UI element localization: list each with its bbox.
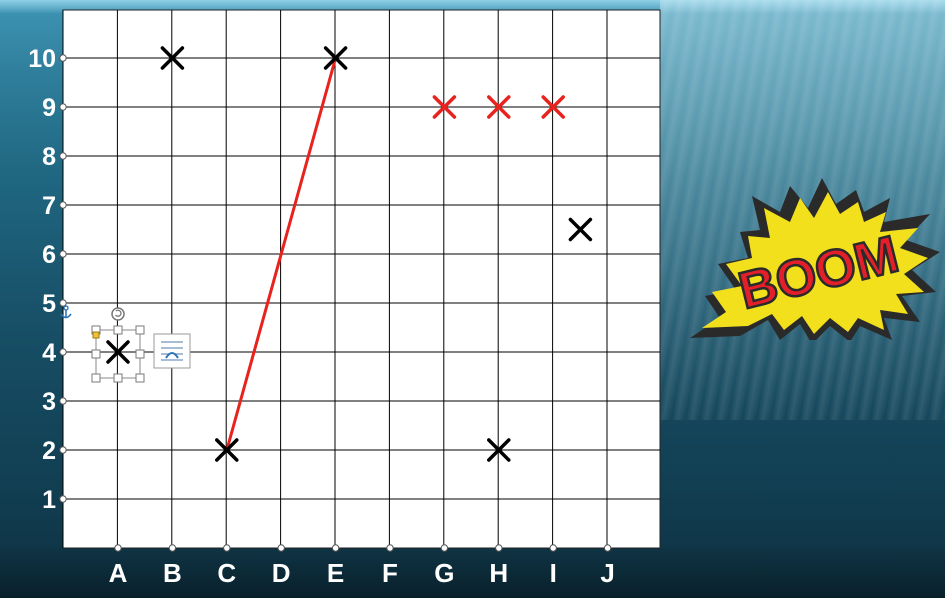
axis-tick bbox=[604, 545, 610, 551]
row-label: 1 bbox=[42, 486, 56, 514]
row-label: 2 bbox=[42, 437, 56, 465]
row-label: 8 bbox=[42, 143, 56, 171]
axis-tick bbox=[278, 545, 284, 551]
grid-background bbox=[63, 10, 660, 548]
adjust-handle[interactable] bbox=[93, 332, 99, 338]
column-label: C bbox=[217, 558, 236, 588]
column-label: H bbox=[489, 558, 508, 588]
axis-tick bbox=[441, 545, 447, 551]
axis-tick bbox=[60, 153, 66, 159]
row-label: 7 bbox=[42, 192, 56, 220]
resize-handle[interactable] bbox=[114, 326, 122, 334]
axis-tick bbox=[496, 545, 502, 551]
row-label: 10 bbox=[28, 45, 56, 73]
resize-handle[interactable] bbox=[92, 374, 100, 382]
layout-options-icon[interactable] bbox=[154, 334, 190, 368]
boom-image: BOOM bbox=[690, 178, 940, 344]
column-label: B bbox=[163, 558, 182, 588]
axis-tick bbox=[550, 545, 556, 551]
resize-handle[interactable] bbox=[92, 350, 100, 358]
resize-handle[interactable] bbox=[136, 350, 144, 358]
axis-tick bbox=[224, 545, 230, 551]
axis-tick bbox=[115, 545, 121, 551]
resize-handle[interactable] bbox=[136, 374, 144, 382]
column-label: F bbox=[382, 558, 398, 588]
axis-tick bbox=[60, 398, 66, 404]
axis-tick bbox=[60, 202, 66, 208]
row-label: 6 bbox=[42, 241, 56, 269]
axis-tick bbox=[60, 55, 66, 61]
axis-tick bbox=[332, 545, 338, 551]
column-label: I bbox=[550, 558, 557, 588]
row-label: 4 bbox=[42, 339, 56, 367]
column-label: G bbox=[434, 558, 454, 588]
row-label: 5 bbox=[42, 290, 56, 318]
column-labels: A B C D E F G H I J bbox=[109, 545, 615, 588]
rotate-handle-icon[interactable] bbox=[112, 308, 124, 320]
axis-tick bbox=[387, 545, 393, 551]
axis-tick bbox=[60, 447, 66, 453]
axis-tick bbox=[60, 496, 66, 502]
axis-tick bbox=[60, 251, 66, 257]
column-label: E bbox=[327, 558, 344, 588]
column-label: D bbox=[272, 558, 291, 588]
resize-handle[interactable] bbox=[136, 326, 144, 334]
axis-tick bbox=[169, 545, 175, 551]
axis-tick bbox=[60, 349, 66, 355]
row-labels: 10 9 8 7 6 5 4 3 2 1 bbox=[28, 45, 66, 514]
row-label: 3 bbox=[42, 388, 56, 416]
column-label: J bbox=[600, 558, 614, 588]
axis-tick bbox=[60, 104, 66, 110]
column-label: A bbox=[109, 558, 128, 588]
resize-handle[interactable] bbox=[114, 374, 122, 382]
row-label: 9 bbox=[42, 94, 56, 122]
axis-tick bbox=[60, 300, 66, 306]
